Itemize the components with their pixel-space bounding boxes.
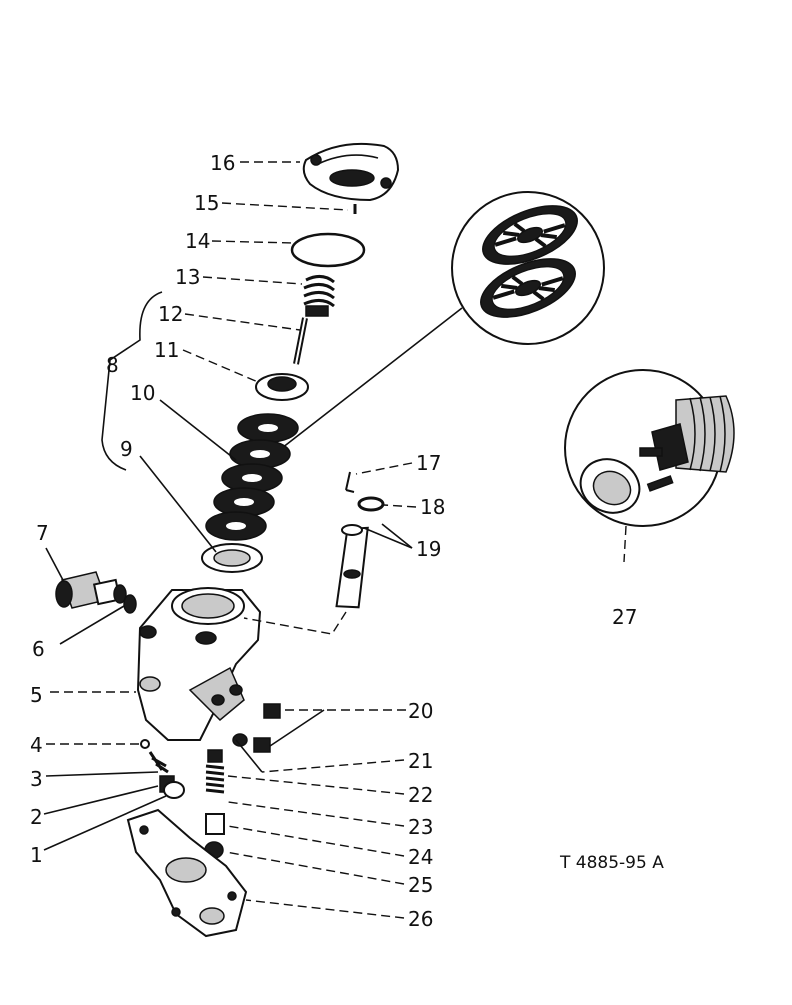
callout-14: 14 [185,229,210,253]
callout-16: 16 [210,151,235,175]
part-disc-stack-10 [205,413,299,541]
part-gasket-26 [126,808,248,938]
callout-19: 19 [416,537,441,561]
part-plate-9 [201,543,263,573]
callout-4: 4 [30,733,43,757]
callout-9: 9 [120,437,133,461]
callout-21: 21 [408,749,433,773]
callout-1: 1 [30,843,43,867]
callout-15: 15 [194,191,219,215]
part-sender-7 [55,571,127,609]
callout-labels: 16 15 14 13 12 11 8 10 9 7 6 5 4 3 2 1 1… [30,151,664,931]
callout-26: 26 [408,907,433,931]
part-valve-22-25 [204,749,225,859]
callout-2: 2 [30,805,43,829]
part-retainer-11 [255,373,309,401]
callout-24: 24 [408,845,433,869]
callout-25: 25 [408,873,433,897]
callout-27: 27 [612,605,637,629]
callout-20: 20 [408,699,433,723]
callout-18: 18 [420,495,445,519]
drawing-reference: T 4885-95 A [559,853,664,873]
callout-8: 8 [106,353,119,377]
callout-3: 3 [30,767,43,791]
leader-lines [43,161,417,919]
callout-10: 10 [130,381,155,405]
callout-13: 13 [175,265,200,289]
part-cover-16 [302,142,400,202]
part-washer-6 [123,594,137,614]
bracket-8 [101,291,163,471]
part-valve-13-12 [293,275,335,365]
part-ring-18 [357,496,385,512]
detail-view-sensor [564,369,735,563]
callout-11: 11 [154,338,179,362]
part-fittings-20-21 [232,703,281,753]
callout-5: 5 [30,683,43,707]
part-relief-1-4 [140,739,185,799]
callout-22: 22 [408,783,433,807]
callout-6: 6 [32,637,45,661]
detail-view-plates [281,191,605,449]
part-clip-17 [345,471,355,493]
callout-23: 23 [408,815,433,839]
callout-7: 7 [36,521,49,545]
callout-12: 12 [158,302,183,326]
callout-17: 17 [416,451,441,475]
part-shaft-19 [335,524,369,609]
part-oring-14 [290,232,366,268]
part-housing-5 [136,587,262,741]
